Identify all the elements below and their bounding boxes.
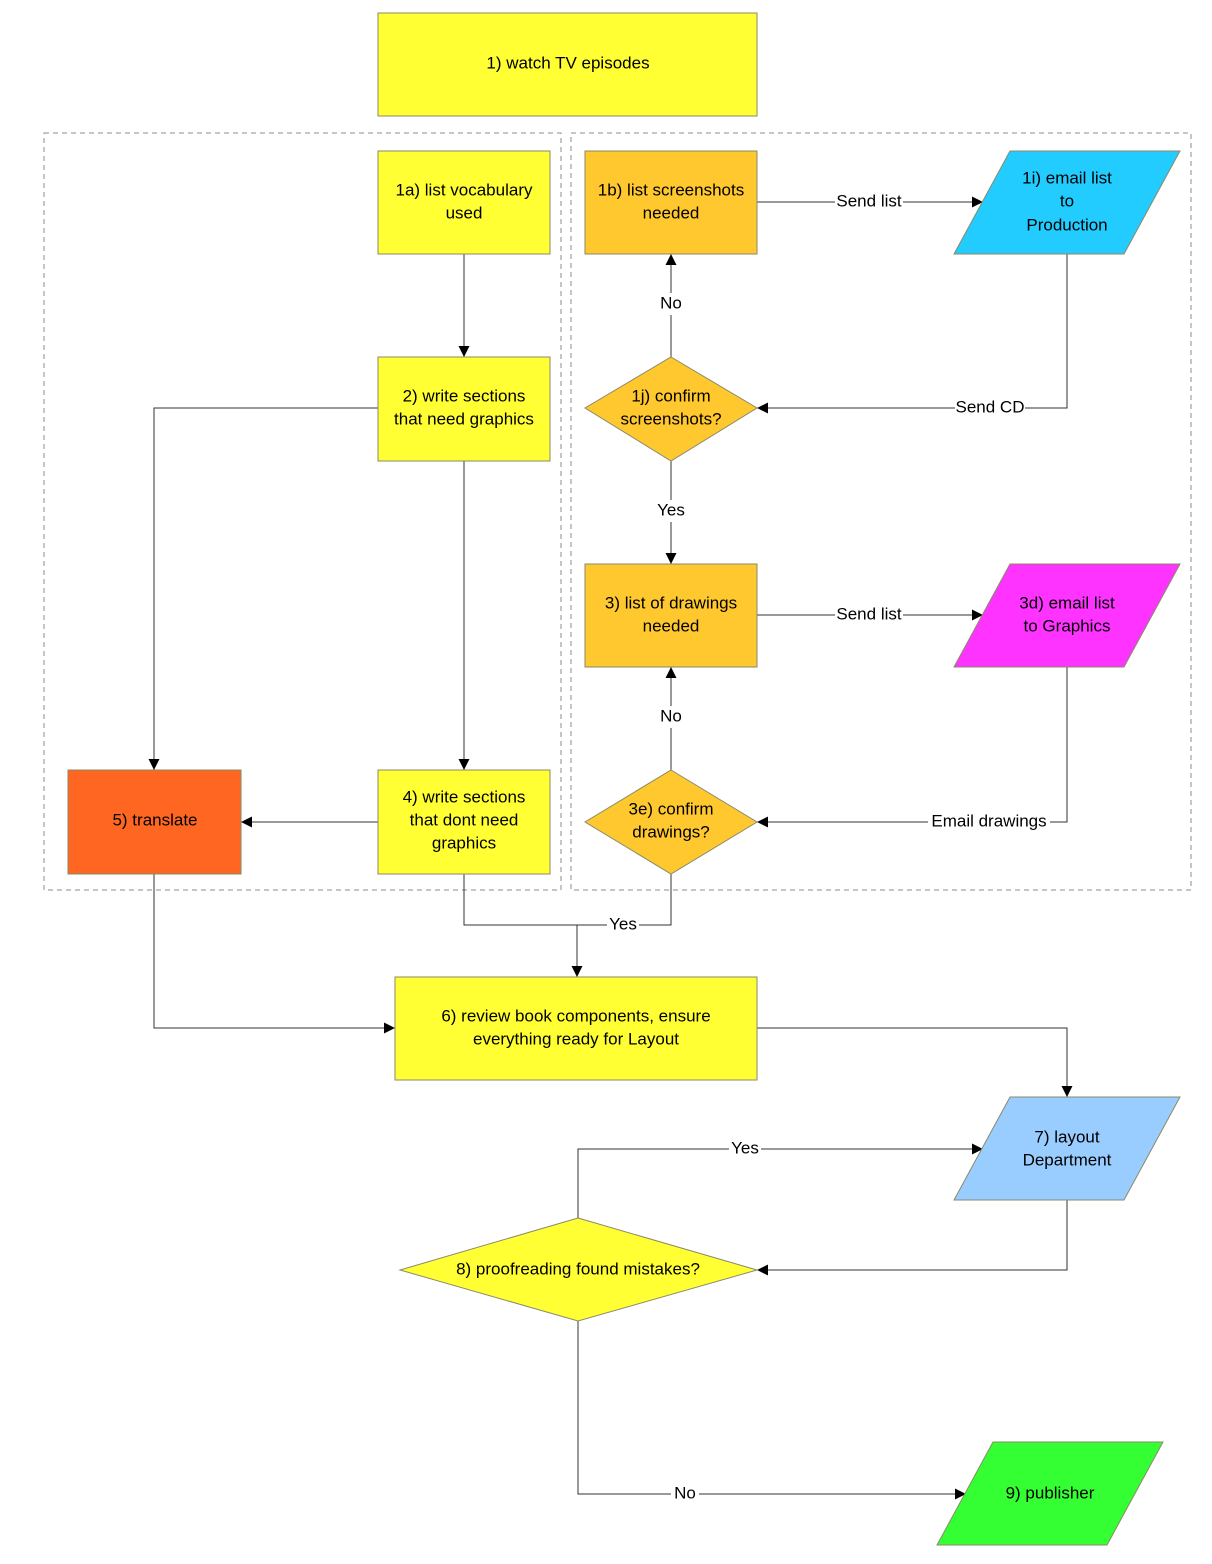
node-1i-email-production-shape bbox=[953, 150, 1181, 255]
node-1-label-line-1: 1) watch TV episodes bbox=[486, 53, 649, 72]
node-1a-list-vocabulary-box bbox=[377, 150, 551, 255]
node-3e-confirm-drawings-diamond bbox=[584, 769, 758, 875]
node-1b-label-line-1: 1b) list screenshots bbox=[598, 180, 744, 199]
node-1j-label-line-2: screenshots? bbox=[620, 409, 721, 428]
edge-label-yes-3e: Yes bbox=[609, 914, 637, 933]
edge-8-to-9 bbox=[577, 1321, 966, 1500]
edge-2-to-5 bbox=[148, 407, 378, 770]
node-1-watch-tv-box bbox=[377, 12, 758, 117]
node-6-label-line-1: 6) review book components, ensure bbox=[441, 1006, 710, 1025]
node-9-label-line-1: 9) publisher bbox=[1006, 1483, 1095, 1502]
node-3e-label-line-1: 3e) confirm bbox=[628, 799, 713, 818]
node-4-label-line-2: that dont need bbox=[410, 810, 519, 829]
node-7-layout-shape bbox=[953, 1096, 1181, 1201]
edge-3d-to-3e bbox=[757, 667, 1068, 828]
node-8-label-line-1: 8) proofreading found mistakes? bbox=[456, 1259, 700, 1278]
node-4-label-line-1: 4) write sections bbox=[403, 787, 526, 806]
node-6-review-box bbox=[394, 976, 758, 1081]
edge-5-to-6 bbox=[153, 874, 395, 1034]
node-1b-list-screenshots-box bbox=[584, 150, 758, 255]
node-2-label-line-2: that need graphics bbox=[394, 409, 534, 428]
node-2-label-line-1: 2) write sections bbox=[403, 386, 526, 405]
node-1j-confirm-screenshots-diamond bbox=[584, 356, 758, 462]
node-5-translate-box bbox=[67, 769, 242, 875]
node-1i-label-line-1: 1i) email list bbox=[1022, 168, 1112, 187]
edge-8-to-7 bbox=[577, 1143, 983, 1218]
right-group-border bbox=[570, 132, 1192, 891]
node-3d-email-graphics-shape bbox=[953, 563, 1181, 668]
node-1j-label-line-1: 1j) confirm bbox=[631, 386, 710, 405]
edge-label-send-list-2: Send list bbox=[836, 604, 901, 623]
node-labels: 1) watch TV episodes 1a) list vocabulary… bbox=[112, 53, 1115, 1502]
edge-label-email-drawings: Email drawings bbox=[931, 811, 1046, 830]
node-3-label-line-1: 3) list of drawings bbox=[605, 593, 737, 612]
edge-4-to-6 bbox=[463, 874, 577, 926]
node-8-proofreading-diamond bbox=[398, 1217, 759, 1322]
node-3e-label-line-2: drawings? bbox=[632, 822, 710, 841]
edge-labels: Send list Send CD No Yes Send list Email… bbox=[607, 190, 1050, 1505]
node-7-label-line-1: 7) layout bbox=[1034, 1127, 1099, 1146]
node-1a-label-line-2: used bbox=[446, 203, 483, 222]
node-3-list-drawings-box bbox=[584, 563, 758, 668]
edge-label-no-3e: No bbox=[660, 706, 682, 725]
node-3d-label-line-1: 3d) email list bbox=[1019, 593, 1115, 612]
edge-label-send-list-1: Send list bbox=[836, 191, 901, 210]
edge-label-yes-1j: Yes bbox=[657, 500, 685, 519]
edge-label-send-cd: Send CD bbox=[956, 397, 1025, 416]
node-4-label-line-3: graphics bbox=[432, 833, 496, 852]
node-6-label-line-2: everything ready for Layout bbox=[473, 1029, 679, 1048]
edge-label-yes-8: Yes bbox=[731, 1138, 759, 1157]
node-3d-label-line-2: to Graphics bbox=[1024, 616, 1111, 635]
node-2-write-sections-graphics-box bbox=[377, 356, 551, 462]
left-group-border bbox=[43, 132, 562, 891]
node-4-write-sections-no-graphics-box bbox=[377, 769, 551, 875]
node-5-label-line-1: 5) translate bbox=[112, 810, 197, 829]
node-7-label-line-2: Department bbox=[1023, 1150, 1112, 1169]
edge-7-to-8 bbox=[757, 1200, 1068, 1276]
node-9-publisher-shape bbox=[936, 1441, 1164, 1546]
nodes bbox=[67, 12, 1181, 1546]
node-1i-label-line-3: Production bbox=[1026, 215, 1107, 234]
edge-label-no-1j: No bbox=[660, 293, 682, 312]
edge-6-to-7 bbox=[757, 1027, 1073, 1097]
node-1i-label-line-2: to bbox=[1060, 191, 1074, 210]
edge-1i-to-1j bbox=[757, 254, 1068, 414]
node-3-label-line-2: needed bbox=[643, 616, 700, 635]
edge-label-no-8: No bbox=[674, 1483, 696, 1502]
node-1b-label-line-2: needed bbox=[643, 203, 700, 222]
node-1a-label-line-1: 1a) list vocabulary bbox=[395, 180, 533, 199]
